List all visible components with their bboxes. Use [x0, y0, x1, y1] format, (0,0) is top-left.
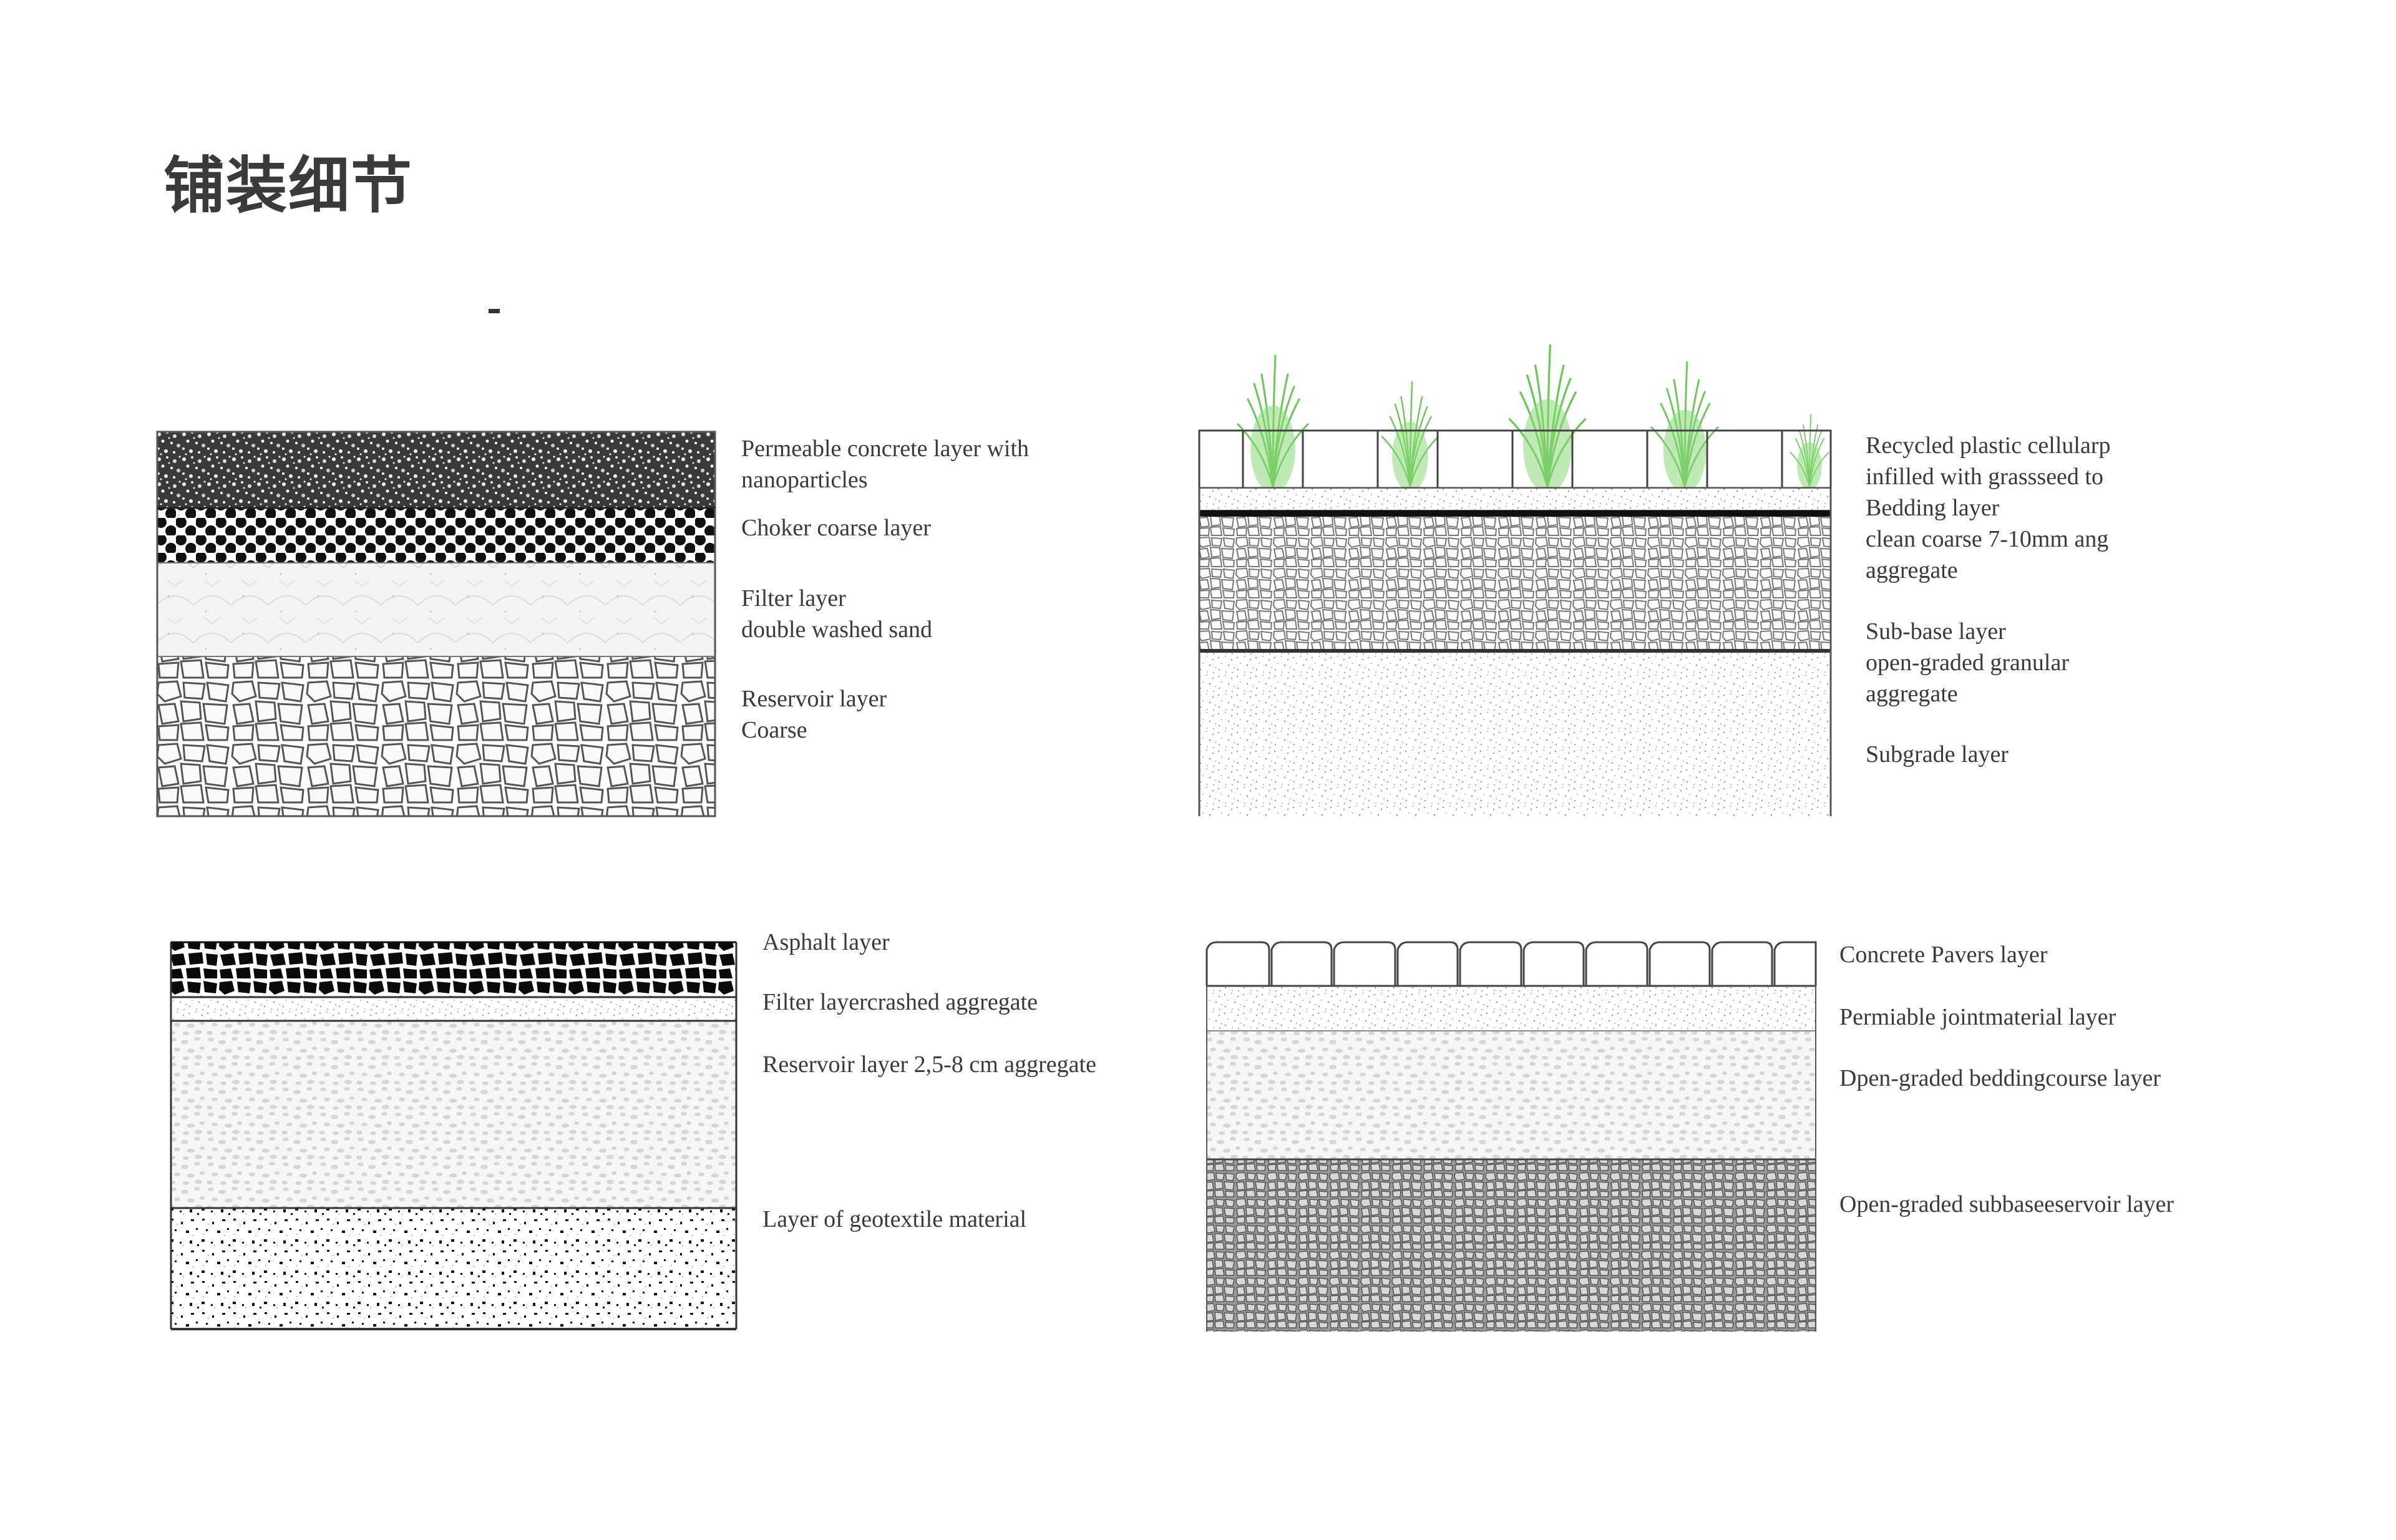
subgrade-layer	[1199, 653, 1831, 816]
label-infilled-grassseed: infilled with grassseed to	[1866, 464, 2103, 490]
permeable-concrete-diagram	[156, 431, 716, 817]
bedding-course-layer	[1207, 1031, 1816, 1159]
label-bedding-layer: Bedding layer	[1866, 495, 2000, 521]
label-geotextile: Layer of geotextile material	[762, 1206, 1027, 1232]
reservoir-coarse-layer	[157, 656, 715, 816]
asphalt-layer	[171, 942, 736, 997]
grass-tufts	[1237, 344, 1829, 495]
page-title: 铺装细节	[163, 150, 414, 222]
label-permeable-concrete: Permeable concrete layer with	[741, 436, 1030, 462]
choker-coarse-layer	[157, 508, 715, 563]
label-double-washed-sand: double washed sand	[741, 616, 933, 643]
label-open-graded-granular: open-graded granular	[1866, 650, 2070, 676]
label-concrete-pavers: Concrete Pavers layer	[1839, 942, 2048, 968]
subbase-reservoir-layer	[1207, 1159, 1816, 1332]
label-subbase-reservoir: Open-graded subbaseeservoir layer	[1839, 1191, 2174, 1217]
label-sub-base: Sub-base layer	[1866, 618, 2006, 645]
concrete-pavers-diagram	[1205, 941, 1817, 1332]
label-bedding-course: Dpen-graded beddingcourse layer	[1839, 1065, 2161, 1091]
label-recycled-plastic: Recycled plastic cellularp	[1866, 432, 2111, 459]
concrete-pavers	[1205, 941, 1817, 986]
label-reservoir-2-5-8: Reservoir layer 2,5-8 cm aggregate	[762, 1051, 1096, 1078]
grass-paver-labels: Recycled plastic cellularp infilled with…	[1866, 0, 2121, 811]
joint-material-layer	[1207, 986, 1816, 1031]
separator-dash	[489, 309, 500, 313]
geotextile-layer	[171, 1208, 736, 1329]
permeable-concrete-layer	[157, 432, 715, 508]
label-nanoparticles: nanoparticles	[741, 467, 868, 493]
porous-asphalt-diagram	[170, 941, 738, 1330]
label-joint-material: Permiable jointmaterial layer	[1839, 1004, 2116, 1030]
label-aggregate-1: aggregate	[1866, 557, 1958, 583]
filter-sand-layer	[157, 563, 715, 656]
label-filter-crushed: Filter layercrashed aggregate	[762, 989, 1038, 1015]
label-reservoir-layer: Reservoir layer	[741, 686, 887, 712]
label-subgrade: Subgrade layer	[1866, 741, 2009, 768]
label-choker-coarse: Choker coarse layer	[741, 515, 931, 541]
label-filter-layer: Filter layer	[741, 585, 846, 612]
filter-crushed-aggregate-layer	[171, 997, 736, 1021]
grass-paver-diagram	[1198, 344, 1832, 816]
reservoir-aggregate-layer	[171, 1021, 736, 1208]
label-clean-coarse: clean coarse 7-10mm ang	[1866, 526, 2109, 552]
label-aggregate-2: aggregate	[1866, 681, 1958, 707]
label-asphalt-layer: Asphalt layer	[762, 929, 890, 955]
clean-coarse-aggregate-layer	[1199, 517, 1831, 649]
label-coarse: Coarse	[741, 717, 807, 743]
bedding-layer	[1199, 487, 1831, 511]
